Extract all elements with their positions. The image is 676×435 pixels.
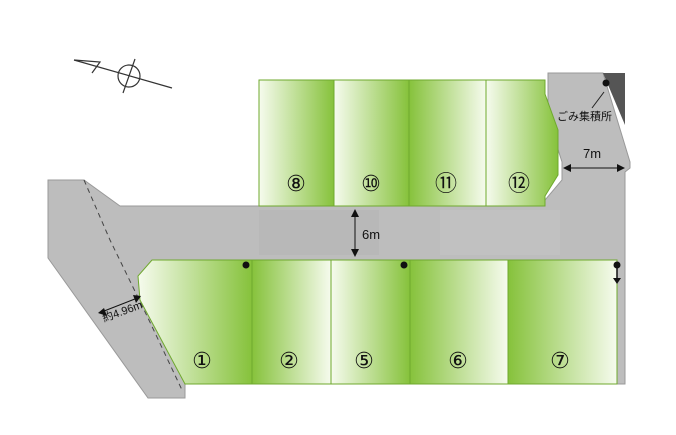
north-arrow-icon [73,58,173,94]
garbage-area-label: ごみ集積所 [557,109,612,123]
lot-label-8: ⑧ [286,172,306,197]
lot-label-10: ⑩ [361,172,381,197]
lot-label-1: ① [192,349,212,374]
main-road-width: 6m [362,227,380,242]
lot-7 [507,259,618,385]
boundary-markers [242,261,621,284]
dimension-7m: 7m [563,146,625,172]
lot-number-labels: ⑧ ⑩ ⑪ ⑫ ① ② ⑤ ⑥ ⑦ [192,172,570,374]
setback-line [83,179,183,391]
lot-label-12: ⑫ [508,172,530,197]
lot-12 [485,79,559,207]
dimension-6m: 6m [351,209,380,257]
garbage-area: ごみ集積所 [557,73,625,125]
lower-lots [137,259,618,385]
lot-label-11: ⑪ [435,172,457,197]
lot-label-6: ⑥ [448,349,468,374]
lot-label-2: ② [279,349,299,374]
lot-label-7: ⑦ [550,349,570,374]
side-road-width: 7m [583,146,601,161]
lot-label-5: ⑤ [354,349,374,374]
upper-lots [258,79,559,207]
